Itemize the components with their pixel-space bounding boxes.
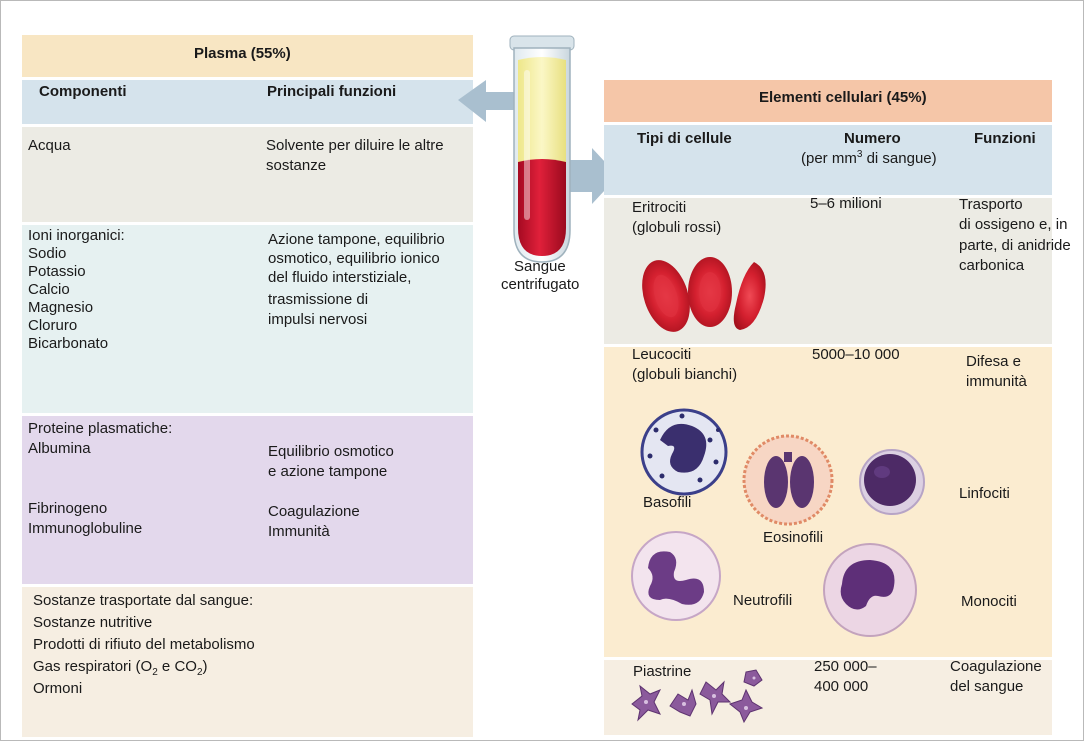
eritrociti-function-line: carbonica <box>959 257 1025 274</box>
red-blood-cells-illustration <box>642 257 766 332</box>
neutrofili-label: Neutrofili <box>733 592 793 609</box>
acqua-function-line2: sostanze <box>266 157 327 174</box>
gas-respiratori: Gas respiratori (O2 e CO2) <box>33 658 208 678</box>
ioni-function-line: osmotico, equilibrio ionico <box>268 250 440 267</box>
basophil-cell <box>640 408 728 496</box>
white-blood-cells-illustration <box>631 408 925 637</box>
col-cell-types: Tipi di cellule <box>637 130 732 147</box>
linfociti-label: Linfociti <box>959 485 1010 502</box>
col-number-unit: (per mm3 di sangue) <box>801 149 937 168</box>
proteine-heading: Proteine plasmatiche: <box>28 420 173 437</box>
albumina-label: Albumina <box>28 440 91 457</box>
piastrine-function-line1: Coagulazione <box>950 658 1042 675</box>
ione-item: Calcio <box>28 281 70 298</box>
sostanze-nutritive: Sostanze nutritive <box>33 614 153 631</box>
eritrociti-function-line: parte, di anidride <box>959 237 1071 254</box>
eritrociti-alt-name: (globuli rossi) <box>632 219 722 236</box>
platelets-illustration <box>631 669 764 724</box>
platelet <box>699 680 732 716</box>
immunoglobuline-label: Immunoglobuline <box>28 520 143 537</box>
ormoni: Ormoni <box>33 680 83 697</box>
red-blood-cell <box>642 260 690 332</box>
eosinofili-label: Eosinofili <box>763 529 824 546</box>
red-blood-cell <box>688 257 732 327</box>
plasma-column-header <box>22 80 473 124</box>
tube-label-line1: Sangue <box>514 258 566 275</box>
row-ioni-inorganici <box>22 225 473 413</box>
eritrociti-number: 5–6 milioni <box>810 195 882 212</box>
sostanze-heading: Sostanze trasportate dal sangue: <box>33 592 254 609</box>
leucociti-function-line1: Difesa e <box>966 353 1022 370</box>
leucociti-name: Leucociti <box>632 346 692 363</box>
neutrophil-cell <box>631 531 721 621</box>
col-cell-functions: Funzioni <box>974 130 1036 147</box>
tube-label-line2: centrifugato <box>501 276 580 293</box>
prodotti-rifiuto: Prodotti di rifiuto del metabolismo <box>33 636 255 653</box>
piastrine-function-line2: del sangue <box>950 678 1024 695</box>
leucociti-function-line2: immunità <box>966 373 1027 390</box>
ioni-function-line: impulsi nervosi <box>268 311 368 328</box>
ioni-function-line: Azione tampone, equilibrio <box>268 231 445 248</box>
piastrine-number-line1: 250 000– <box>814 658 877 675</box>
plasma-header <box>22 35 473 77</box>
test-tube <box>509 35 575 263</box>
ioni-function-line: trasmissione di <box>268 291 369 308</box>
row-sostanze-trasportate <box>22 587 473 737</box>
piastrine-number-line2: 400 000 <box>814 678 869 695</box>
eosinophil-cell <box>742 434 834 526</box>
col-main-functions: Principali funzioni <box>267 83 397 100</box>
ione-item: Potassio <box>28 263 86 280</box>
col-number: Numero <box>844 130 901 147</box>
acqua-function-line1: Solvente per diluire le altre <box>266 137 444 154</box>
monociti-label: Monociti <box>961 593 1017 610</box>
albumina-function-line2: e azione tampone <box>268 463 388 480</box>
ione-item: Sodio <box>28 245 67 262</box>
cellular-header <box>604 80 1052 122</box>
centrifuged-tube-figure <box>458 35 612 263</box>
lymphocyte-cell <box>859 449 925 515</box>
arrow-to-cells <box>568 148 612 204</box>
ione-item: Magnesio <box>28 299 94 316</box>
eritrociti-function-line: Trasporto <box>959 196 1023 213</box>
cellular-column-header <box>604 125 1052 195</box>
leucociti-alt-name: (globuli bianchi) <box>632 366 738 383</box>
fibrinogeno-function: Coagulazione <box>268 503 360 520</box>
red-blood-cell <box>733 262 766 330</box>
fibrinogeno-label: Fibrinogeno <box>28 500 108 517</box>
piastrine-name: Piastrine <box>633 663 692 680</box>
ioni-heading: Ioni inorganici: <box>28 227 125 244</box>
col-components: Componenti <box>39 83 127 100</box>
arrow-to-plasma <box>458 80 524 122</box>
eritrociti-name: Eritrociti <box>632 199 687 216</box>
ioni-function-line: del fluido interstiziale, <box>268 269 412 286</box>
acqua-label: Acqua <box>28 137 71 154</box>
basofili-label: Basofili <box>643 494 692 511</box>
immunoglobuline-function: Immunità <box>268 523 330 540</box>
cellular-title: Elementi cellulari (45%) <box>759 89 927 106</box>
ione-item: Cloruro <box>28 317 78 334</box>
eritrociti-function-line: di ossigeno e, in <box>959 216 1068 233</box>
row-proteine-plasmatiche <box>22 416 473 584</box>
ione-item: Bicarbonato <box>28 335 109 352</box>
plasma-title: Plasma (55%) <box>194 45 291 62</box>
monocyte-cell <box>823 543 917 637</box>
leucociti-number: 5000–10 000 <box>812 346 900 363</box>
row-acqua <box>22 127 473 222</box>
albumina-function-line1: Equilibrio osmotico <box>268 443 394 460</box>
